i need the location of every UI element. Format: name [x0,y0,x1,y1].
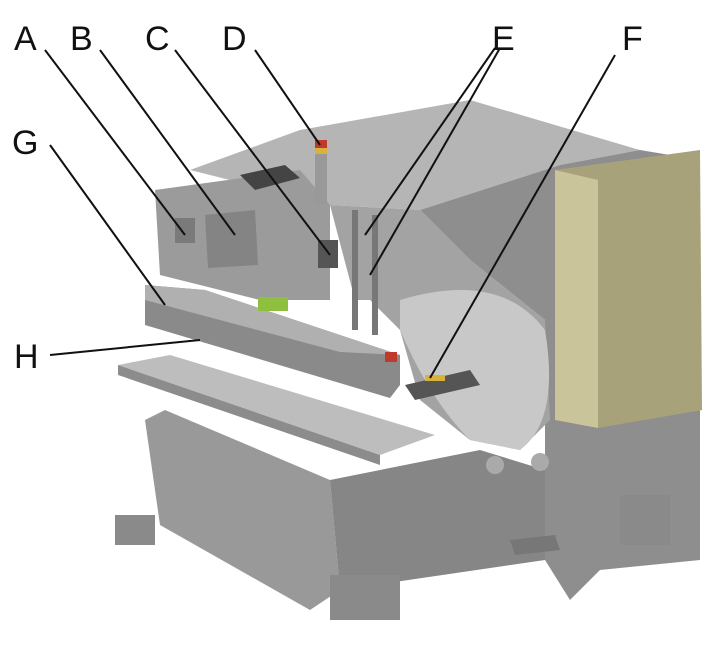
work-table-edge [118,365,380,465]
green-block [258,297,288,311]
clamp-2 [531,453,549,471]
label-b: B [70,20,93,58]
leader-d [254,49,321,146]
leader-g [49,144,166,306]
foot-right [620,495,670,545]
label-a: A [14,20,37,58]
label-c: C [145,20,170,58]
label-g: G [12,124,39,162]
leader-f [429,54,616,379]
foot-pedal [510,535,560,555]
foot-front [330,575,400,620]
electrode-bar-top [145,285,400,355]
work-table-top [118,355,435,455]
leader-c [174,49,331,256]
signal-light-yellow [315,148,327,154]
guide-rod-left [352,210,358,330]
leader-e1 [364,47,496,236]
label-f: F [622,20,643,58]
label-h: H [14,338,39,376]
label-d: D [222,20,247,58]
leader-h [49,339,201,356]
panel-display [175,218,195,243]
guide-rod-right [372,215,378,335]
leader-lines [44,47,616,379]
top-fan-unit [240,165,300,190]
machine-throat [400,290,550,450]
clamp-1 [486,456,504,474]
tray-f [405,370,480,400]
signal-tower [315,145,327,205]
leader-b [99,49,236,236]
label-e: E [492,20,515,58]
electrical-cabinet-side [555,170,598,428]
leader-a [44,49,186,236]
tray-f-yellow [425,375,445,381]
lower-base-side [330,450,545,590]
red-connector [385,352,397,362]
leader-e2 [369,47,501,276]
foot-left [115,515,155,545]
signal-light-red [315,140,327,148]
control-panel [205,210,258,268]
lower-base [145,410,340,610]
